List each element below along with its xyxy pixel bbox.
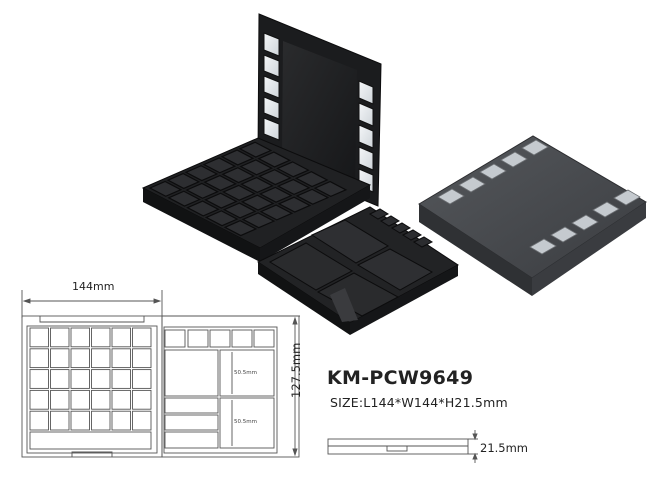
closed-palette [418, 135, 647, 296]
thickness-dimension-label: 21.5mm [480, 441, 529, 455]
open-palette-left-tray [141, 137, 372, 262]
compartment-dimension-top: 50.5mm [234, 370, 257, 376]
compartment-dimension-bottom: 50.5mm [234, 419, 257, 425]
model-number: KM-PCW9649 [327, 367, 474, 389]
width-dimension-label: 144mm [72, 280, 115, 293]
size-spec: SIZE:L144*W144*H21.5mm [330, 395, 508, 410]
open-palette-right-tray [256, 206, 459, 335]
right-compartments [164, 329, 275, 449]
side-profile [327, 430, 478, 463]
height-dimension-label: 127.5mm [289, 342, 303, 398]
